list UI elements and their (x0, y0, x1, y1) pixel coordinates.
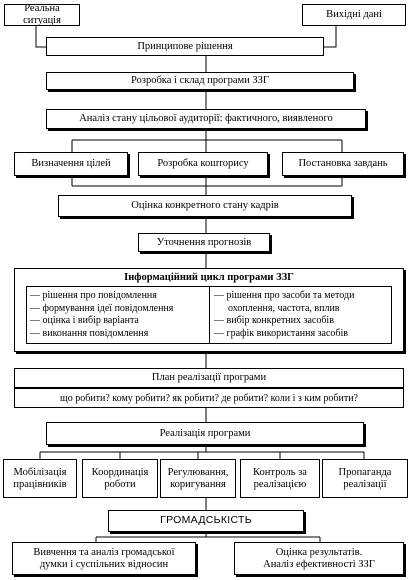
results-evaluation-box: Оцінка результатів. Аналіз ефективності … (234, 542, 404, 575)
list-item: — вибір конкретних засобів (214, 315, 334, 326)
list-item: охоплення, частота, вплив (228, 302, 340, 314)
plan-title-label: План реалізації програми (151, 372, 267, 384)
info-cycle-left-list: — рішення про повідомлення — формування … (30, 290, 173, 340)
function-box-promotion: Пропаганда реалізації (322, 459, 408, 498)
list-item: — рішення про повідомлення (30, 290, 157, 301)
input-data-label: Вихідні дані (326, 9, 382, 21)
info-cycle-divider (209, 286, 210, 344)
function-line: Мобілізація (13, 466, 67, 478)
list-item: — рішення про засоби та методи (214, 290, 355, 301)
evaluation-line: Аналіз ефективності ЗЗГ (263, 558, 375, 570)
function-line: Пропаганда (338, 466, 392, 478)
staff-assessment-label: Оцінка конкретного стану кадрів (131, 200, 279, 212)
function-box-regulation: Регулювання, коригування (160, 459, 236, 498)
tasks-label: Постановка завдань (298, 158, 388, 170)
staff-assessment-box: Оцінка конкретного стану кадрів (58, 195, 352, 217)
forecast-box: Уточнення прогнозів (138, 233, 270, 252)
input-data-box: Вихідні дані (302, 4, 406, 26)
list-item: — оцінка і вибір варіанта (30, 315, 139, 326)
study-line: думки і суспільних відносин (39, 558, 169, 570)
program-development-box: Розробка і склад програми ЗЗГ (46, 72, 354, 90)
function-line: коригування (170, 478, 226, 490)
study-line: Вивчення та аналіз громадської (33, 546, 175, 558)
function-line: Контроль за (253, 466, 307, 478)
function-line: Координація (91, 466, 149, 478)
function-line: Регулювання, (167, 466, 229, 478)
list-item: — графік використання засобів (214, 327, 349, 339)
function-line: працівників (13, 478, 67, 490)
tasks-box: Постановка завдань (282, 152, 404, 176)
goals-label: Визначення цілей (31, 158, 111, 170)
info-cycle-right-list: — рішення про засоби та методи охоплення… (214, 290, 354, 340)
public-opinion-study-box: Вивчення та аналіз громадської думки і с… (12, 542, 196, 575)
budget-label: Розробка кошторису (157, 158, 249, 170)
function-line: реалізації (343, 478, 387, 490)
function-line: реалізацією (253, 478, 307, 490)
real-situation-label: Реальна ситуація (23, 3, 61, 26)
principle-decision-box: Принципове рішення (46, 37, 324, 56)
public-label: ГРОМАДСЬКІСТЬ (160, 514, 252, 527)
list-item: — виконання повідомлення (30, 327, 149, 339)
audience-analysis-box: Аналіз стану цільової аудиторії: фактичн… (46, 109, 366, 129)
function-box-mobilization: Мобілізація працівників (3, 459, 77, 498)
plan-questions-label: що робити? кому робити? як робити? де ро… (60, 392, 358, 404)
principle-decision-label: Принципове рішення (137, 40, 233, 52)
plan-questions-box: що робити? кому робити? як робити? де ро… (14, 388, 404, 408)
forecast-label: Уточнення прогнозів (156, 236, 252, 248)
audience-analysis-label: Аналіз стану цільової аудиторії: фактичн… (79, 113, 333, 125)
function-line: роботи (104, 478, 136, 490)
budget-box: Розробка кошторису (138, 152, 268, 176)
plan-title-box: План реалізації програми (14, 368, 404, 388)
evaluation-line: Оцінка результатів. (275, 546, 363, 558)
implementation-box: Реалізація програми (46, 422, 364, 445)
info-cycle-title: Інформаційний цикл програми ЗЗГ (124, 272, 294, 283)
public-box: ГРОМАДСЬКІСТЬ (108, 510, 304, 532)
real-situation-box: Реальна ситуація (4, 3, 80, 26)
function-box-control: Контроль за реалізацією (240, 459, 320, 498)
program-development-label: Розробка і склад програми ЗЗГ (130, 75, 270, 87)
list-item: — формування ідеї повідомлення (30, 302, 174, 314)
function-box-coordination: Координація роботи (82, 459, 158, 498)
goals-box: Визначення цілей (14, 152, 128, 176)
implementation-label: Реалізація програми (159, 427, 251, 439)
